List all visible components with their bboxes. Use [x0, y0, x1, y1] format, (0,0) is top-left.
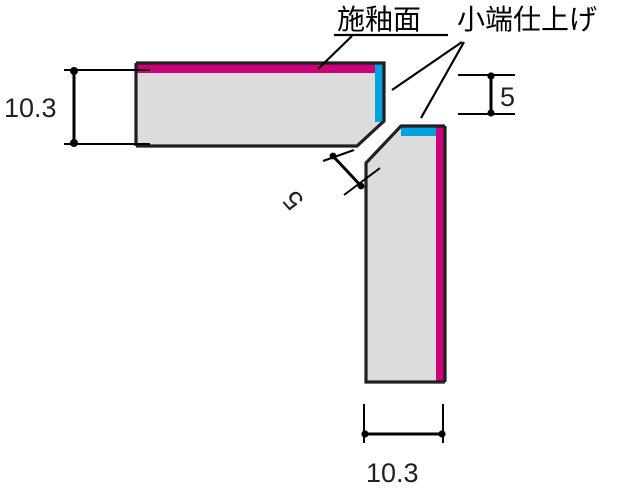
upper-horizontal-tile	[134, 61, 386, 148]
upper-tile-finished-edge	[375, 64, 384, 122]
label-glazed-surface-text: 施釉面	[337, 3, 421, 36]
dim-left-dot-top	[70, 67, 78, 75]
dim-right-value: 5	[500, 82, 515, 112]
lower-tile-outline	[364, 124, 445, 384]
dimension-right-small: 5	[458, 72, 515, 117]
dim-right-dot-top	[487, 72, 495, 80]
dim-diag-dot-a	[329, 152, 337, 160]
upper-tile-outline	[136, 61, 386, 148]
label-edge-finish-leader-upper	[391, 41, 463, 91]
lower-vertical-tile	[364, 124, 447, 384]
dimension-left-thickness: 10.3	[4, 67, 150, 147]
upper-tile-body-fill	[136, 64, 383, 146]
dim-diag-ext-lower	[343, 167, 381, 196]
lower-tile-finished-edge	[401, 126, 445, 136]
dim-diag-dot-b	[357, 182, 365, 190]
dim-right-dot-bottom	[487, 109, 495, 117]
dim-bottom-dot-left	[361, 430, 369, 438]
lower-tile-glaze-band	[436, 126, 445, 383]
dim-bottom-dot-right	[438, 430, 446, 438]
dim-diag-value: 5	[277, 185, 310, 216]
dim-diag-line	[330, 153, 364, 189]
dim-diag-ext-upper	[322, 149, 355, 162]
label-edge-finish: 小端仕上げ	[391, 3, 597, 119]
label-glazed-surface: 施釉面	[317, 3, 448, 70]
dim-left-value: 10.3	[4, 93, 57, 123]
dim-bottom-value: 10.3	[366, 458, 419, 488]
label-edge-finish-text: 小端仕上げ	[457, 3, 597, 36]
lower-tile-body-fill	[366, 127, 444, 382]
dim-left-dot-bottom	[70, 139, 78, 147]
label-glazed-surface-leader	[317, 35, 353, 70]
dimension-bottom-width: 10.3	[361, 404, 446, 488]
label-edge-finish-leader-lower	[420, 41, 465, 119]
